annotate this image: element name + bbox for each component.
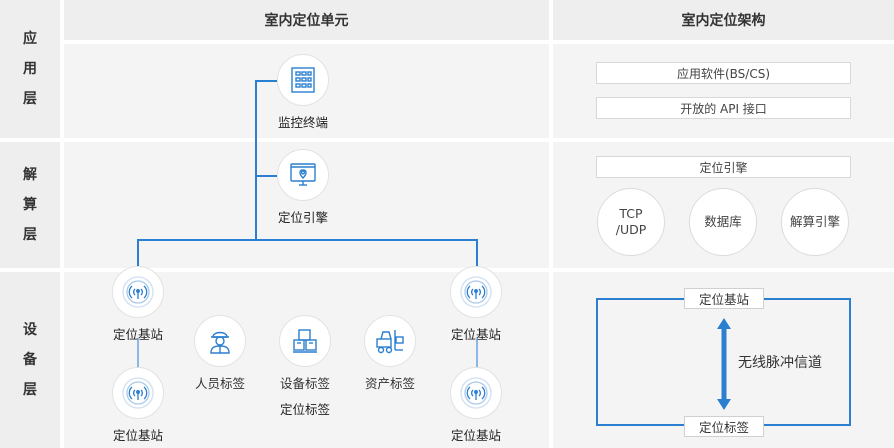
udp-label: /UDP xyxy=(615,222,647,237)
worker-icon xyxy=(194,315,246,367)
connector-line xyxy=(137,239,477,241)
node-base-station: 定位基站 xyxy=(431,367,521,444)
monitor-terminal-label: 监控终端 xyxy=(277,115,328,130)
right-tag-box: 定位标签 xyxy=(684,416,764,437)
connector-line xyxy=(476,239,478,267)
header-indoor-architecture-label: 室内定位架构 xyxy=(681,13,766,29)
panel-right-application xyxy=(553,44,894,138)
open-api-label: 开放的 API 接口 xyxy=(680,101,767,116)
right-base-station-box: 定位基站 xyxy=(684,288,764,309)
connector-line xyxy=(137,239,139,267)
channel-label: 无线脉冲信道 xyxy=(738,355,822,371)
node-positioning-engine: 定位引擎 xyxy=(258,149,348,226)
header-indoor-architecture: 室内定位架构 xyxy=(553,0,894,40)
layer-solver: 解 算 层 xyxy=(0,142,60,268)
node-device-tag: 设备标签 xyxy=(260,315,350,392)
double-arrow-icon xyxy=(716,318,732,410)
base-station-label: 定位基站 xyxy=(450,327,501,342)
solver-engine-circle: 解算引擎 xyxy=(781,188,849,256)
header-indoor-unit: 室内定位单元 xyxy=(64,0,549,40)
node-asset-tag: 资产标签 xyxy=(345,315,435,392)
tag-group-label: 定位标签 xyxy=(280,402,331,417)
database-circle: 数据库 xyxy=(689,188,757,256)
tcp-label: TCP xyxy=(619,206,643,221)
person-tag-label: 人员标签 xyxy=(194,376,245,391)
right-base-station-label: 定位基站 xyxy=(698,292,749,307)
engine-box-label: 定位引擎 xyxy=(699,160,748,175)
tcp-udp-circle: TCP /UDP xyxy=(597,188,665,256)
node-person-tag: 人员标签 xyxy=(175,315,265,392)
base-station-label: 定位基站 xyxy=(112,428,163,443)
layer-char: 层 xyxy=(23,91,37,107)
connector-line xyxy=(476,338,478,368)
antenna-icon xyxy=(450,367,502,419)
layer-char: 用 xyxy=(23,61,37,77)
engine-box: 定位引擎 xyxy=(596,156,851,178)
device-tag-label: 设备标签 xyxy=(279,376,330,391)
connector-line xyxy=(255,175,277,177)
positioning-engine-label: 定位引擎 xyxy=(277,210,328,225)
node-base-station: 定位基站 xyxy=(93,266,183,343)
layer-char: 备 xyxy=(23,352,37,368)
node-monitor-terminal: 监控终端 xyxy=(258,54,348,131)
app-software-box: 应用软件(BS/CS) xyxy=(596,62,851,84)
header-indoor-unit-label: 室内定位单元 xyxy=(264,13,349,29)
connector-line xyxy=(137,338,139,368)
antenna-icon xyxy=(112,266,164,318)
monitor-pin-icon xyxy=(277,149,329,201)
layer-char: 应 xyxy=(23,31,37,47)
building-icon xyxy=(277,54,329,106)
antenna-icon xyxy=(112,367,164,419)
connector-line xyxy=(255,80,277,82)
layer-application: 应 用 层 xyxy=(0,0,60,138)
base-station-label: 定位基站 xyxy=(112,327,163,342)
layer-device: 设 备 层 xyxy=(0,272,60,448)
node-base-station: 定位基站 xyxy=(93,367,183,444)
boxes-icon xyxy=(279,315,331,367)
layer-char: 设 xyxy=(23,322,37,338)
solver-engine-label: 解算引擎 xyxy=(789,214,840,229)
base-station-label: 定位基站 xyxy=(450,428,501,443)
app-software-label: 应用软件(BS/CS) xyxy=(676,66,771,81)
layer-char: 层 xyxy=(23,382,37,398)
antenna-icon xyxy=(450,266,502,318)
layer-char: 层 xyxy=(23,227,37,243)
layer-char: 解 xyxy=(23,167,37,183)
open-api-box: 开放的 API 接口 xyxy=(596,97,851,119)
layer-char: 算 xyxy=(23,197,37,213)
forklift-icon xyxy=(364,315,416,367)
asset-tag-label: 资产标签 xyxy=(364,376,415,391)
connector-line xyxy=(255,80,257,240)
node-base-station: 定位基站 xyxy=(431,266,521,343)
right-tag-label: 定位标签 xyxy=(698,420,749,435)
database-label: 数据库 xyxy=(704,214,742,229)
